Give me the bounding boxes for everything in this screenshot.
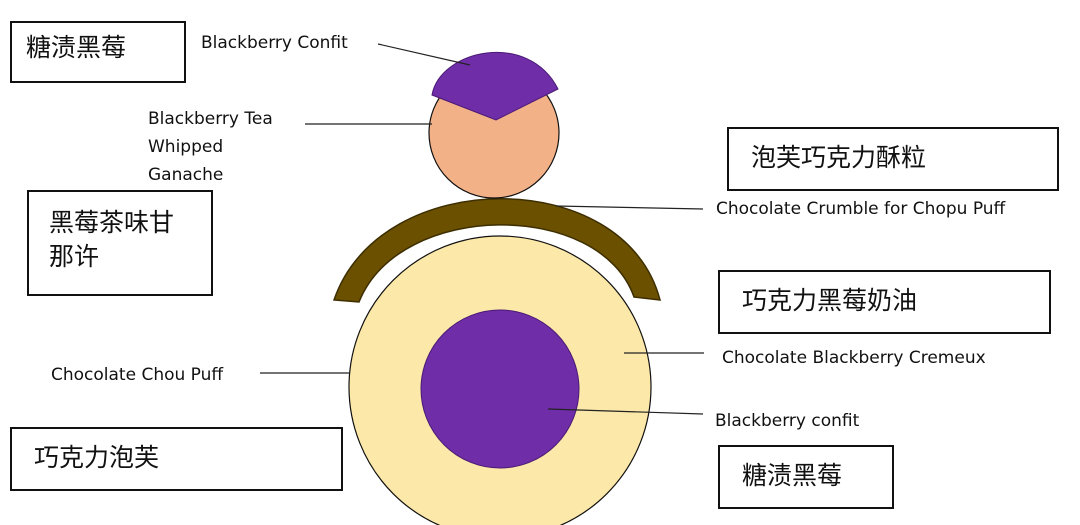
- crumble-arc: [332, 198, 662, 303]
- leader-lines: [260, 43, 704, 415]
- blackberry-confit-inner-circle: [420, 309, 580, 469]
- label-blackberry-confit-bottom: Blackberry confit: [715, 411, 860, 431]
- label-box-candied-blackberry-top: 糖渍黑莓: [10, 21, 186, 83]
- label-chocolate-chou-puff: Chocolate Chou Puff: [51, 365, 224, 385]
- label-box-blackberry-tea-ganache: 黑莓茶味甘那许: [27, 190, 213, 296]
- label-box-chou-crumble: 泡芙巧克力酥粒: [727, 127, 1059, 191]
- label-ganache-line-1: Blackberry Tea: [148, 109, 273, 129]
- label-box-chocolate-puff: 巧克力泡芙: [10, 427, 343, 491]
- leader-line-confit-bottom: [547, 408, 704, 415]
- leader-line-crumble: [555, 205, 704, 210]
- label-ganache-line-3: Ganache: [148, 165, 224, 185]
- label-chocolate-crumble: Chocolate Crumble for Chopu Puff: [716, 199, 1006, 219]
- blackberry-confit-cap: [431, 52, 559, 121]
- label-blackberry-tea-whipped-ganache: Blackberry Tea Whipped Ganache: [148, 105, 308, 189]
- label-blackberry-confit-top: Blackberry Confit: [201, 33, 348, 53]
- label-chocolate-blackberry-cremeux: Chocolate Blackberry Cremeux: [722, 348, 986, 368]
- label-ganache-line-2: Whipped: [148, 137, 224, 157]
- leader-line-confit-top: [377, 43, 471, 66]
- label-box-chocolate-blackberry-cream: 巧克力黑莓奶油: [718, 270, 1051, 334]
- label-box-candied-blackberry-bottom: 糖渍黑莓: [718, 445, 894, 509]
